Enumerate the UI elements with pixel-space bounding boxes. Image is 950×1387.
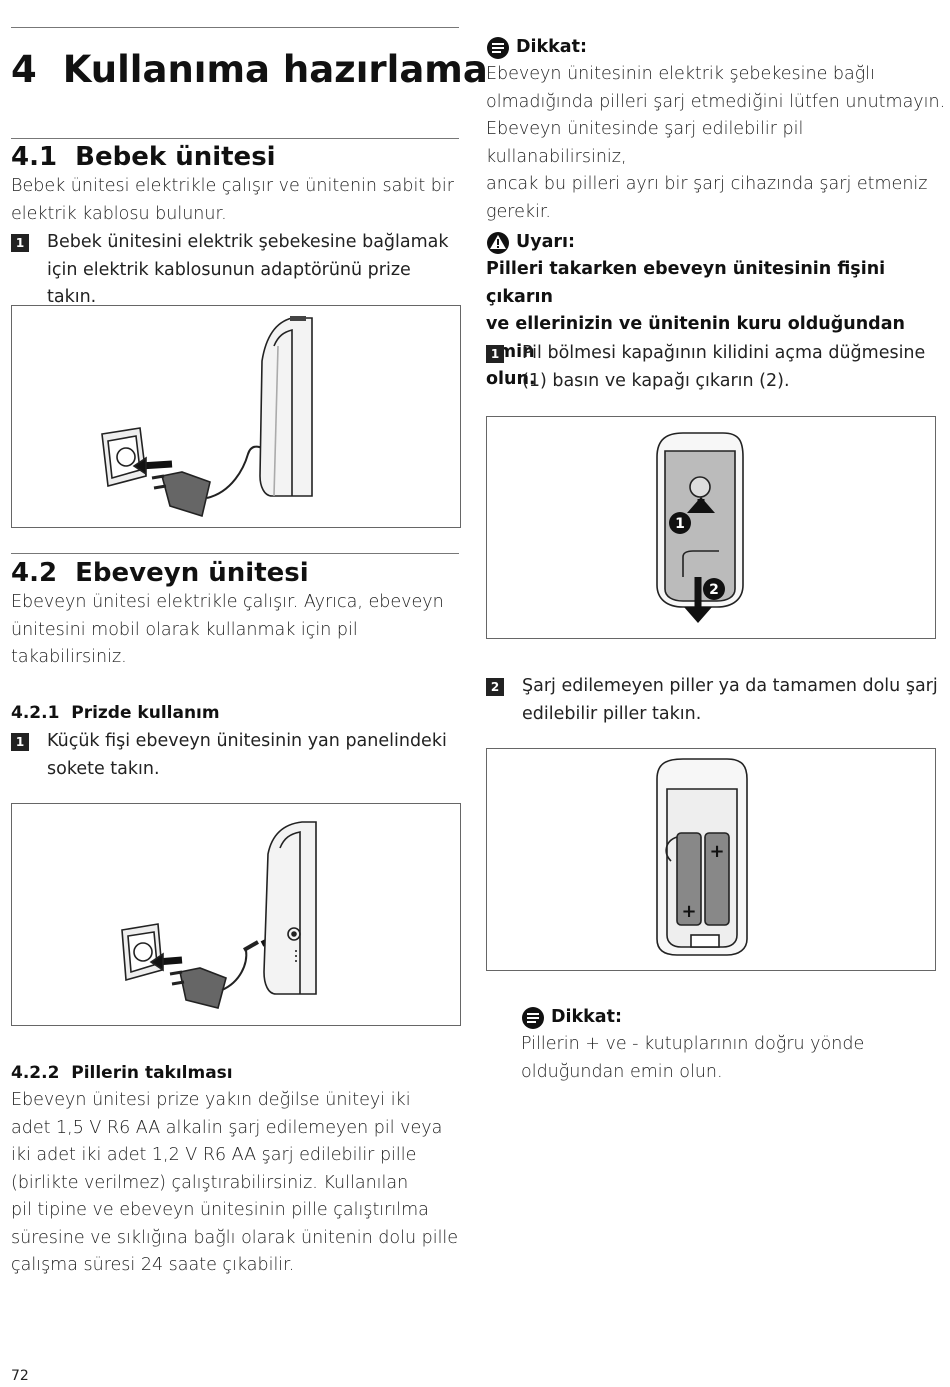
text-line: için elektrik kablosunun adaptörünü priz…	[47, 259, 411, 308]
step-text: Pil bölmesi kapağının kilidini açma düğm…	[522, 340, 925, 395]
note-body: Ebeveyn ünitesinin elektrik şebekesine b…	[486, 61, 946, 226]
note-title-text: Dikkat:	[516, 37, 587, 57]
text-line: takabilirsiniz.	[11, 647, 127, 667]
section-heading-4-1: 4.1 Bebek ünitesi	[11, 142, 276, 172]
text-line: sokete takın.	[47, 758, 160, 779]
chapter-top-rule	[11, 27, 459, 28]
section-rule-4-1	[11, 138, 459, 139]
note-body: Pillerin + ve - kutuplarının doğru yönde…	[521, 1031, 941, 1086]
text-line: Ebeveyn ünitesinde şarj edilebilir pil k…	[486, 119, 804, 167]
text-line: Pilleri takarken ebeveyn ünitesinin fişi…	[486, 259, 886, 307]
section-heading-4-2: 4.2 Ebeveyn ünitesi	[11, 558, 309, 588]
text-line: çalışma süresi 24 saate çıkabilir.	[11, 1255, 295, 1275]
warning-title: Uyarı:	[486, 229, 946, 256]
text-line: gerekir.	[486, 201, 551, 222]
battery-plus-label: +	[681, 901, 696, 922]
battery-plus-label: +	[709, 841, 724, 862]
step-number: 1	[11, 733, 29, 751]
step-number: 2	[486, 678, 504, 696]
text-line: (1) basın ve kapağı çıkarın (2).	[522, 370, 790, 391]
step-battery-1: 1 Pil bölmesi kapağının kilidini açma dü…	[486, 340, 946, 396]
figure-label-1: 1	[675, 516, 685, 532]
text-line: elektrik kablosu bulunur.	[11, 203, 227, 224]
illustration-battery-cover: 1 2	[486, 416, 936, 639]
step-text: Küçük fişi ebeveyn ünitesinin yan paneli…	[47, 728, 447, 783]
text-line: Şarj edilemeyen piller ya da tamamen dol…	[522, 676, 938, 696]
step-text: Bebek ünitesini elektrik şebekesine bağl…	[47, 229, 461, 312]
text-line: olduğundan emin olun.	[521, 1061, 723, 1082]
text-line: (birlikte verilmez) çalıştırabilirsiniz.…	[11, 1172, 409, 1193]
section-heading-4-2-2: 4.2.2 Pillerin takılması	[11, 1063, 233, 1083]
text-line: ancak bu pilleri ayrı bir şarj cihazında…	[486, 174, 928, 194]
step-number: 1	[486, 345, 504, 363]
warning-body: Pilleri takarken ebeveyn ünitesinin fişi…	[486, 256, 946, 394]
chapter-number: 4	[11, 48, 37, 91]
chapter-title: 4 Kullanıma hazırlama	[11, 50, 488, 90]
figure-label-2: 2	[709, 582, 719, 598]
note-title-text: Dikkat:	[551, 1007, 622, 1027]
text-line: Küçük fişi ebeveyn ünitesinin yan paneli…	[47, 731, 447, 751]
step-4-2-1-1: 1 Küçük fişi ebeveyn ünitesinin yan pane…	[11, 728, 461, 784]
text-line: Pillerin + ve - kutuplarının doğru yönde	[521, 1034, 865, 1054]
warning-icon	[487, 231, 509, 254]
chapter-title-text: Kullanıma hazırlama	[62, 48, 488, 91]
text-line: adet 1,5 V R6 AA alkalin şarj edilemeyen…	[11, 1117, 443, 1138]
text-line: pil tipine ve ebeveyn ünitesinin pille ç…	[11, 1200, 429, 1220]
text-line: iki adet iki adet 1,2 V R6 AA şarj edile…	[11, 1145, 417, 1165]
step-number: 1	[11, 234, 29, 252]
section-4-2-intro: Ebeveyn ünitesi elektrikle çalışır. Ayrı…	[11, 589, 461, 672]
section-rule-4-2	[11, 553, 459, 554]
section-4-2-2-body: Ebeveyn ünitesi prize yakın değilse ünit…	[11, 1087, 461, 1280]
text-line: Bebek ünitesi elektrikle çalışır ve ünit…	[11, 176, 454, 196]
warning-title-text: Uyarı:	[516, 232, 576, 252]
text-line: olmadığında pilleri şarj etmediğini lütf…	[486, 91, 946, 112]
illustration-baby-unit-plug	[11, 305, 461, 528]
step-battery-2: 2 Şarj edilemeyen piller ya da tamamen d…	[486, 673, 946, 729]
text-line: Ebeveyn ünitesi elektrikle çalışır. Ayrı…	[11, 592, 444, 612]
illustration-parent-unit-plug	[11, 803, 461, 1026]
note-icon	[522, 1006, 544, 1029]
illustration-batteries-inserted: + +	[486, 748, 936, 971]
section-4-1-intro: Bebek ünitesi elektrikle çalışır ve ünit…	[11, 173, 461, 228]
step-4-1-1: 1 Bebek ünitesini elektrik şebekesine ba…	[11, 229, 461, 307]
note-dikkat-2: Dikkat: Pillerin + ve - kutuplarının doğ…	[521, 1004, 941, 1086]
step-text: Şarj edilemeyen piller ya da tamamen dol…	[522, 673, 938, 728]
text-line: ünitesini mobil olarak kullanmak için pi…	[11, 619, 358, 640]
note-icon	[487, 36, 509, 59]
note-title: Dikkat:	[521, 1004, 941, 1031]
note-dikkat-1: Dikkat: Ebeveyn ünitesinin elektrik şebe…	[486, 34, 946, 226]
text-line: Bebek ünitesini elektrik şebekesine bağl…	[47, 232, 449, 252]
section-heading-4-2-1: 4.2.1 Prizde kullanım	[11, 703, 220, 723]
text-line: edilebilir piller takın.	[522, 703, 702, 724]
note-title: Dikkat:	[486, 34, 946, 61]
text-line: olun.	[486, 369, 536, 389]
page-number: 72	[11, 1368, 29, 1384]
text-line: süresine ve sıklığına bağlı olarak ünite…	[11, 1227, 459, 1248]
text-line: Ebeveyn ünitesi prize yakın değilse ünit…	[11, 1090, 411, 1110]
text-line: Pil bölmesi kapağının kilidini açma düğm…	[522, 343, 926, 363]
text-line: Ebeveyn ünitesinin elektrik şebekesine b…	[486, 64, 875, 84]
warning-block: Uyarı: Pilleri takarken ebeveyn ünitesin…	[486, 229, 946, 394]
